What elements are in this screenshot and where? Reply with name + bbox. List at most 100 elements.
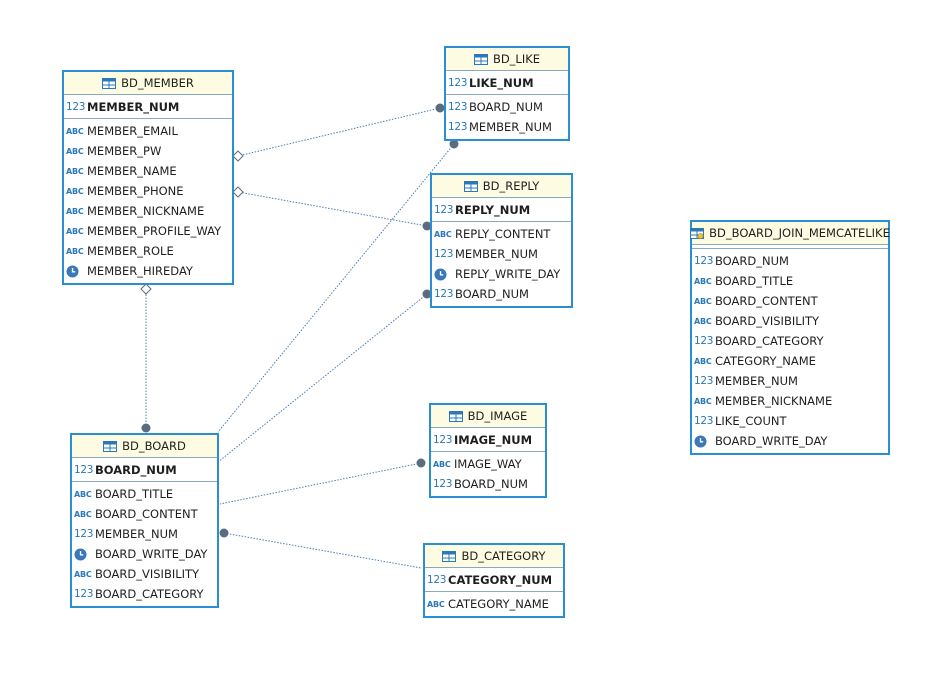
text-type-icon: ABC [434,229,452,239]
column-name: MEMBER_NICKNAME [87,204,205,218]
number-type-icon: 123 [434,288,454,300]
column-name: MEMBER_NUM [715,374,798,388]
entity-header[interactable]: BD_LIKE [446,48,568,71]
column-name: BOARD_CONTENT [95,507,198,521]
relationship-bd-reply-to-bd-member[interactable] [237,191,428,227]
column-name: CATEGORY_NAME [715,354,816,368]
entity-title: BD_IMAGE [467,409,528,423]
entity-header[interactable]: BD_CATEGORY [425,545,563,568]
entity-header[interactable]: BD_MEMBER [64,72,232,95]
number-type-icon: 123 [448,121,468,133]
entity-header[interactable]: BD_BOARD [72,435,217,458]
column-name: BOARD_WRITE_DAY [95,547,208,561]
relationship-bd-board-to-bd-category[interactable] [223,532,422,569]
column-name: BOARD_TITLE [715,274,794,288]
number-type-icon: 123 [694,335,714,347]
column-name: LIKE_COUNT [715,414,787,428]
relationship-bd-like-to-bd-board[interactable] [217,143,455,433]
entity-header[interactable]: BD_BOARD_JOIN_MEMCATELIKE [690,222,890,245]
column-name: BOARD_VISIBILITY [95,567,200,581]
empty-key-section [692,245,888,249]
number-type-icon: 123 [694,375,714,387]
column-name: REPLY_CONTENT [455,227,551,241]
column-row[interactable]: BOARD_WRITE_DAY [72,544,217,564]
clock-icon [434,268,452,281]
relationship-endpoint-dot [416,458,426,468]
column-name: LIKE_NUM [469,75,534,90]
entity-header[interactable]: BD_REPLY [432,175,571,198]
relationship-bd-like-to-bd-member[interactable] [237,107,441,157]
number-type-icon: 123 [74,528,94,540]
entity-title: BD_LIKE [492,52,541,66]
clock-icon [74,548,92,561]
column-name: IMAGE_NUM [454,432,533,447]
column-name: BOARD_WRITE_DAY [715,434,828,448]
clock-icon [694,435,712,448]
entity-title: BD_CATEGORY [461,549,546,563]
entity-header[interactable]: BD_IMAGE [431,405,545,428]
text-type-icon: ABC [66,166,84,176]
relationship-bd-image-to-bd-board[interactable] [219,462,422,505]
text-type-icon: ABC [66,206,84,216]
number-type-icon: 123 [74,588,94,600]
column-row[interactable]: BOARD_WRITE_DAY [692,431,888,451]
column-name: CATEGORY_NAME [448,597,549,611]
relationship-endpoint-dot [422,221,432,231]
column-name: MEMBER_ROLE [87,244,174,258]
column-row[interactable]: REPLY_WRITE_DAY [432,264,571,284]
text-type-icon: ABC [694,356,712,366]
number-type-icon: 123 [433,478,453,490]
number-type-icon: 123 [66,100,86,113]
column-name: BOARD_NUM [95,462,177,477]
column-row[interactable]: MEMBER_HIREDAY [64,261,232,281]
relationship-bd-reply-to-bd-board[interactable] [217,293,428,463]
